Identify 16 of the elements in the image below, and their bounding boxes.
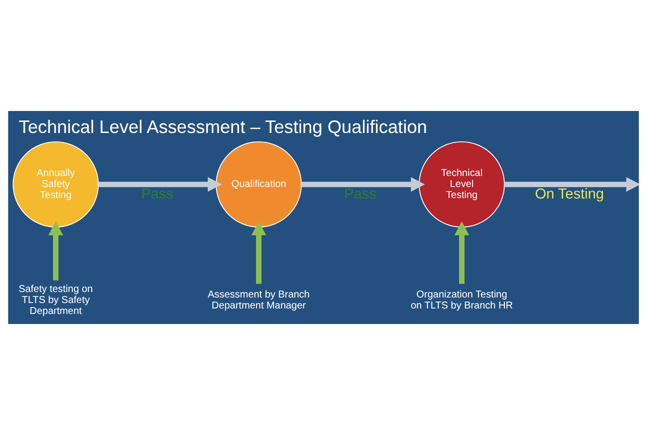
arrow	[98, 176, 222, 192]
node-text: Safety testing on TLTS by Safety Department	[18, 284, 93, 316]
diagram-title: Technical Level Assessment – Testing Qualification	[18, 116, 428, 136]
arrow	[48, 220, 64, 280]
arrow	[302, 176, 425, 192]
edge-label: On Testing	[534, 186, 604, 202]
node-circle: Annually Safety Testing	[12, 140, 99, 227]
node-circle: Technical Level Testing	[418, 140, 505, 227]
node-circle: Qualification	[216, 140, 302, 227]
node-text: Assessment by Branch Department Manager	[208, 289, 310, 311]
node-text: Organization Testing on TLTS by Branch HR	[410, 289, 513, 311]
arrow	[454, 220, 470, 284]
edge-label: Pass	[344, 186, 376, 202]
edge-label: Pass	[141, 186, 174, 202]
arrow	[504, 176, 639, 192]
arrow	[251, 220, 266, 284]
